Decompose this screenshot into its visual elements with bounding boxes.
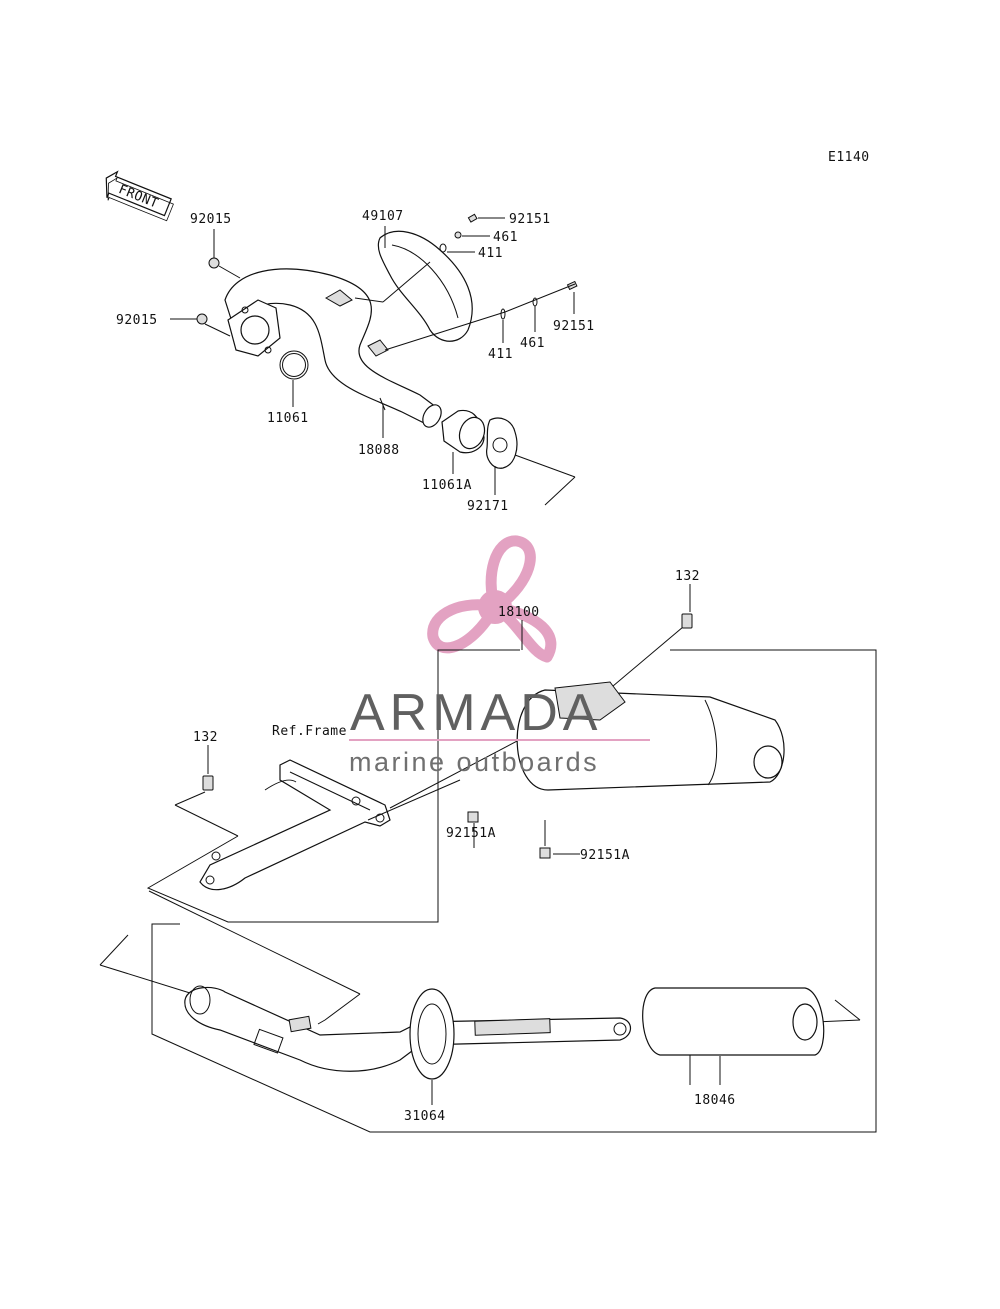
- label-18046: 18046: [694, 1093, 736, 1108]
- label-18088: 18088: [358, 443, 400, 458]
- muffler-group-outline: [99, 620, 877, 1133]
- label-11061a: 11061A: [422, 478, 472, 493]
- armada-logo: [427, 535, 557, 663]
- watermark-tagline: marine outboards: [349, 747, 599, 777]
- label-132-top: 132: [675, 569, 700, 584]
- label-18100: 18100: [498, 605, 540, 620]
- label-ref-frame: Ref.Frame: [272, 724, 347, 739]
- label-31064: 31064: [404, 1109, 446, 1124]
- bolt-132-top: [681, 613, 693, 629]
- upper-leader-lines: [170, 217, 576, 506]
- watermark-brand: ARMADA: [350, 684, 602, 742]
- front-arrow-icon: FRONT: [105, 170, 174, 222]
- header-pipe-assembly: [196, 213, 578, 469]
- label-92151a-left: 92151A: [446, 826, 496, 841]
- ref-frame-bracket: [199, 626, 684, 891]
- bolt-92151a-left: [467, 811, 479, 823]
- label-411-top: 411: [478, 246, 503, 261]
- bolt-92151a-right: [539, 847, 551, 859]
- diagram-code: E1140: [828, 150, 870, 165]
- label-92151-right: 92151: [553, 319, 595, 334]
- bolt-132-left: [202, 775, 214, 791]
- tail-pipe-assembly: [184, 985, 632, 1080]
- label-461-top: 461: [493, 230, 518, 245]
- propeller-icon: [427, 535, 557, 663]
- label-411-mid: 411: [488, 347, 513, 362]
- label-92015-top: 92015: [190, 212, 232, 227]
- label-92151a-right: 92151A: [580, 848, 630, 863]
- label-11061: 11061: [267, 411, 309, 426]
- label-92015-left: 92015: [116, 313, 158, 328]
- muffler-body-18046: [642, 987, 825, 1085]
- muffler-18100: [467, 681, 785, 859]
- label-461-mid: 461: [520, 336, 545, 351]
- label-132-left: 132: [193, 730, 218, 745]
- label-92151-top: 92151: [509, 212, 551, 227]
- label-92171: 92171: [467, 499, 509, 514]
- label-49107: 49107: [362, 209, 404, 224]
